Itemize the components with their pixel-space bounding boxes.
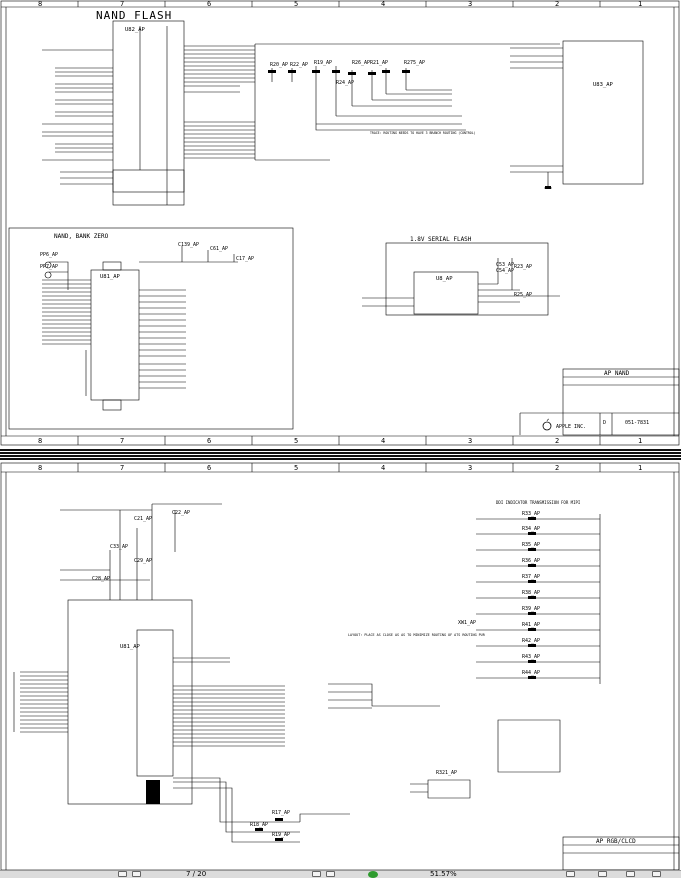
refdes-label: U83_AP [593,82,614,88]
sheet-title: AP RGB/CLCD [596,838,636,845]
sheet-title: AP NAND [604,370,630,377]
capacitor-label: C21_AP [134,516,152,522]
zone-label: 3 [468,0,472,8]
zone-label: 3 [468,437,472,445]
capacitor-label: C139_AP [178,242,199,248]
capacitor-label: C61_AP [210,246,228,252]
zone-label: 7 [120,0,124,8]
zone-label: 8 [38,437,42,445]
resistor-label: R21_AP [370,60,388,66]
zone-ruler-top: 8 7 6 5 4 3 2 1 [38,464,642,472]
resistor-label: R39_AP [522,606,540,612]
resistor-label: XW1_AP [458,620,476,626]
zone-label: 1 [638,464,642,472]
routing-note: TRACE: ROUTING NEEDS TO HAVE 3 BRANCH RO… [370,131,476,135]
resistor-label: R24_AP [336,80,354,86]
resistor-label: R25_AP [514,292,532,298]
resistor-label: R22_AP [290,62,308,68]
test-point-label: PP7_AP [40,264,58,270]
facing-view-icon[interactable] [626,871,635,877]
resistor-label: R41_AP [522,622,540,628]
document-number: 051-7831 [625,420,649,426]
layout-note: LAYOUT: PLACE AS CLOSE AS AS TO MINIMIZE… [348,633,486,637]
zone-label: 5 [294,437,298,445]
zone-label: 5 [294,0,298,8]
section-title-serial-flash: 1.8V SERIAL FLASH [410,236,472,243]
zone-label: 1 [638,0,642,8]
capacitor-label: C22_AP [172,510,190,516]
zone-label: 8 [38,464,42,472]
resistor-label: R34_AP [522,526,540,532]
resistor-label: R42_AP [522,638,540,644]
zone-label: 1 [638,437,642,445]
resistor-label: R35_AP [522,542,540,548]
refdes-label: U81_AP [100,274,121,280]
section-title-nand-bank-zero: NAND, BANK ZERO [54,233,109,240]
section-title-nand-flash: NAND FLASH [96,9,172,22]
zone-label: 6 [207,0,211,8]
zone-label: 2 [555,464,559,472]
refdes-label: U8_AP [436,276,453,282]
capacitor-label: C29_AP [134,558,152,564]
apple-logo-icon [542,418,552,431]
status-ok-icon [368,871,378,878]
page-indicator[interactable]: 7 / 20 [186,870,207,878]
section-note-mipi: DDI INDICATOR TRANSMISSION FOR MIPI [496,500,581,505]
company-name: APPLE INC. [556,424,586,430]
zone-ruler-bottom: 8 7 6 5 4 3 2 1 [38,437,642,445]
last-page-button[interactable] [326,871,335,877]
zone-label: 4 [381,464,385,472]
resistor-label: R17_AP [272,810,290,816]
single-page-view-icon[interactable] [566,871,575,877]
continuous-view-icon[interactable] [598,871,607,877]
refdes-label: U82_AP [125,27,146,33]
resistor-label: R19_AP [272,832,290,838]
zone-label: 8 [38,0,42,8]
resistor-label: R36_AP [522,558,540,564]
capacitor-label: C54_AP [496,268,514,274]
next-page-button[interactable] [312,871,321,877]
resistor-label: R44_AP [522,670,540,676]
schematic-page-ap-rgb-clcd: 8 7 6 5 4 3 2 1 U81_AP DDI INDICATOR TRA… [0,462,681,872]
zone-label: 3 [468,464,472,472]
sheet-size: D [603,420,606,426]
zoom-level[interactable]: 51.57% [430,870,457,878]
resistor-label: R18_AP [250,822,268,828]
test-point-label: PP6_AP [40,252,58,258]
resistor-label: R37_AP [522,574,540,580]
zone-label: 4 [381,437,385,445]
resistor-label: R275_AP [404,60,425,66]
zone-label: 6 [207,464,211,472]
capacitor-label: C53_AP [496,262,514,268]
zone-label: 2 [555,437,559,445]
first-page-button[interactable] [132,871,141,877]
zone-label: 6 [207,437,211,445]
resistor-label: R321_AP [436,770,457,776]
resistor-label: R33_AP [522,511,540,517]
resistor-label: R20_AP [270,62,288,68]
schematic-page-ap-nand: 8 7 6 5 4 3 2 1 8 7 6 5 4 3 2 1 NAND FLA… [0,0,681,447]
capacitor-label: C17_AP [236,256,254,262]
zone-label: 7 [120,464,124,472]
resistor-label: R19_AP [314,60,332,66]
zone-label: 5 [294,464,298,472]
zone-label: 2 [555,0,559,8]
zone-label: 7 [120,437,124,445]
refdes-label: U81_AP [120,644,141,650]
resistor-label: R43_AP [522,654,540,660]
zone-label: 4 [381,0,385,8]
capacitor-label: C28_AP [92,576,110,582]
resistor-label: R38_AP [522,590,540,596]
fit-width-icon[interactable] [652,871,661,877]
schematic-drawing-2: 8 7 6 5 4 3 2 1 U81_AP DDI INDICATOR TRA… [0,462,680,871]
resistor-label: R26_AP [352,60,370,66]
zone-ruler-top: 8 7 6 5 4 3 2 1 [38,0,642,8]
previous-page-button[interactable] [118,871,127,877]
schematic-drawing-1: 8 7 6 5 4 3 2 1 8 7 6 5 4 3 2 1 NAND FLA… [0,0,680,446]
resistor-label: R23_AP [514,264,532,270]
capacitor-label: C33_AP [110,544,128,550]
page-separator [0,449,681,460]
